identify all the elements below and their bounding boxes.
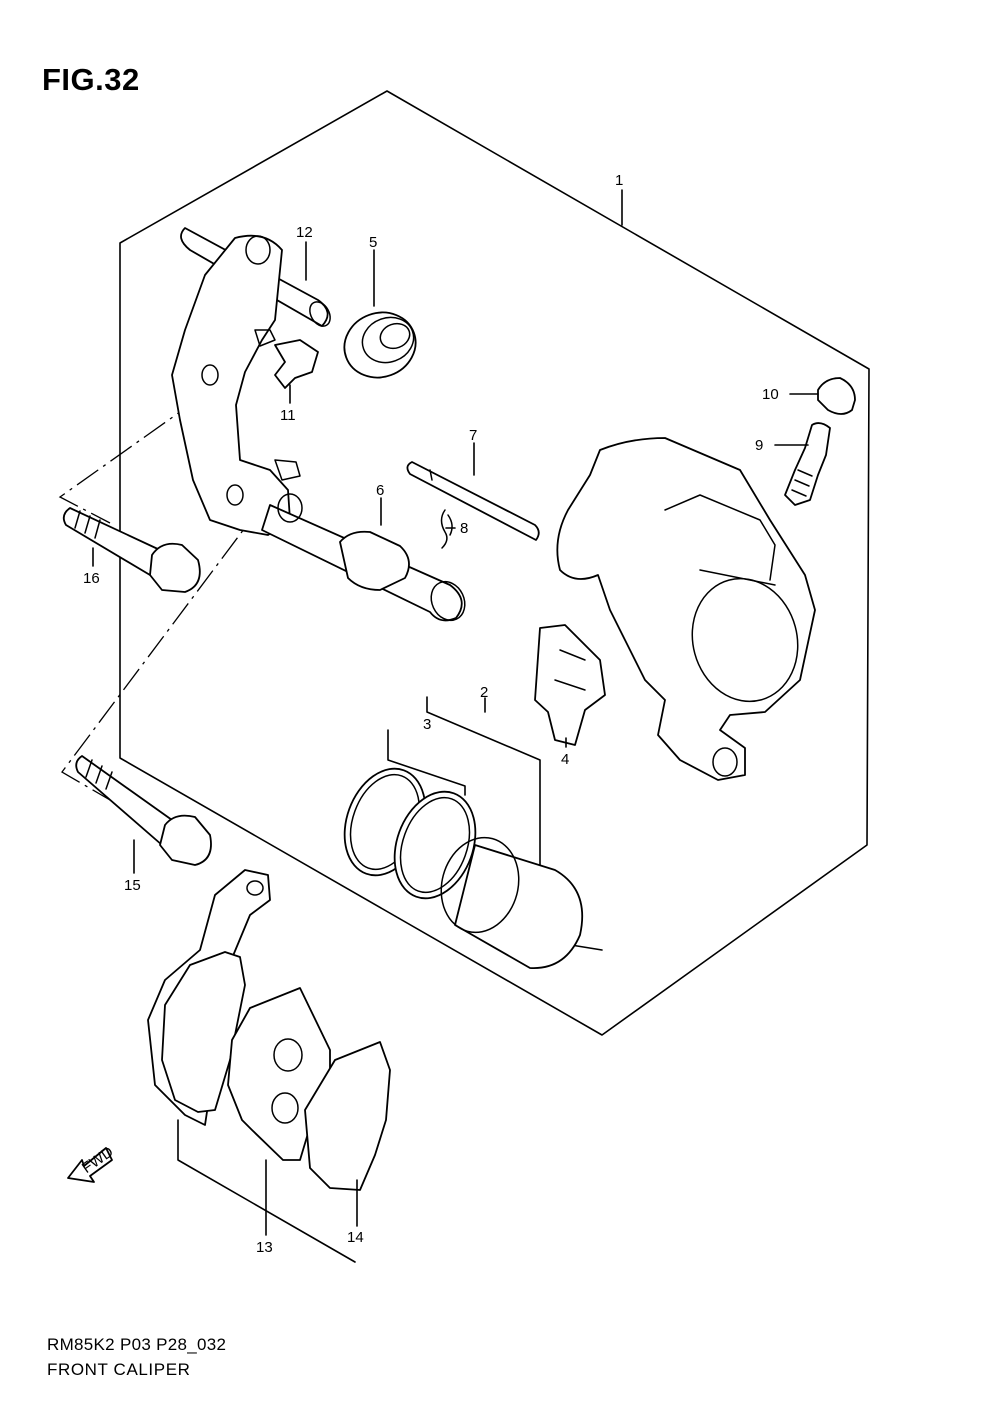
- assembly-boundary: [119, 90, 870, 1036]
- slide-pin-6: [261, 493, 466, 622]
- callout-10: 10: [762, 386, 779, 403]
- boot-5: [343, 311, 417, 379]
- caliper-body: [556, 437, 816, 781]
- caliper-bracket: [171, 234, 301, 536]
- callout-6: 6: [376, 482, 384, 499]
- bleeder-cap-10: [817, 377, 856, 415]
- piston-2: [440, 836, 584, 969]
- figure-title: FIG.32: [42, 62, 140, 97]
- callout-5: 5: [369, 234, 377, 251]
- diagram-name: FRONT CALIPER: [47, 1360, 191, 1379]
- callout-4: 4: [561, 751, 569, 768]
- piston-seal-3: [343, 767, 477, 900]
- fwd-label: FWD: [79, 1143, 117, 1177]
- pad-spring-11: [274, 339, 319, 389]
- bolt-15-alignment-line: [61, 504, 263, 801]
- leader-lines: [92, 189, 819, 1236]
- pad-pin-7: [406, 461, 540, 541]
- pad-spring-4: [534, 624, 606, 746]
- callout-13: 13: [256, 1239, 273, 1256]
- bleeder-valve-9: [784, 422, 831, 506]
- callout-2: 2: [480, 684, 488, 701]
- callout-11: 11: [280, 407, 296, 424]
- callout-15: 15: [124, 877, 141, 894]
- callout-8: 8: [460, 520, 468, 537]
- callout-1: 1: [615, 172, 623, 189]
- callout-3: 3: [423, 716, 431, 733]
- callout-12: 12: [296, 224, 313, 241]
- callout-bracket-13-14: [177, 1119, 356, 1263]
- clip-8: [440, 509, 453, 549]
- callout-14: 14: [347, 1229, 364, 1246]
- fwd-arrow-icon: FWD: [67, 1143, 117, 1183]
- brake-pad-13: [161, 951, 331, 1161]
- callout-9: 9: [755, 437, 763, 454]
- diagram-code: RM85K2 P03 P28_032: [47, 1335, 227, 1354]
- callout-16: 16: [83, 570, 100, 587]
- callout-7: 7: [469, 427, 477, 444]
- brake-pad-14: [304, 1041, 391, 1191]
- bolt-15: [75, 755, 212, 866]
- bolt-16: [62, 507, 201, 593]
- bolt-16-alignment-line: [58, 374, 233, 524]
